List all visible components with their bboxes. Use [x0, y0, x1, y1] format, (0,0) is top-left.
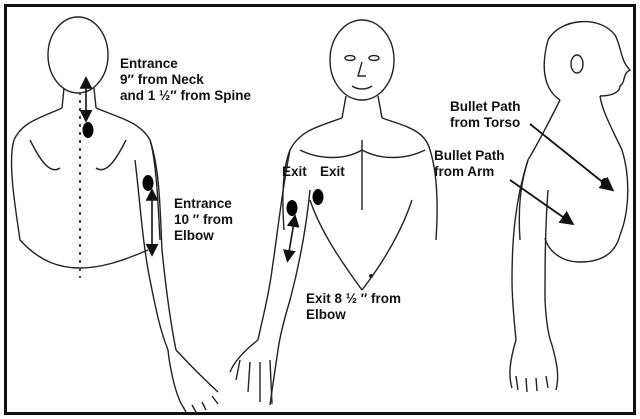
bullet-path-arm-label: Bullet Path from Arm [434, 148, 505, 180]
bullet-path-torso-label: Bullet Path from Torso [450, 99, 521, 131]
front-exit-arm-label: Exit [282, 164, 307, 180]
label-line: Exit 8 ½ ″ from [306, 291, 401, 307]
label-line: Bullet Path [450, 99, 521, 115]
wound-marker-icon [287, 200, 298, 216]
side-view-figure [510, 22, 630, 392]
label-line: Bullet Path [434, 148, 505, 164]
wound-marker-icon [83, 122, 94, 138]
front-measurement-arrow-icon [288, 222, 294, 258]
front-view-figure [230, 20, 437, 405]
wound-marker-icon [313, 189, 324, 205]
label-line: Entrance [174, 196, 233, 212]
label-line: Elbow [306, 307, 401, 323]
back-entrance-arm-label: Entrance 10 ″ from Elbow [174, 196, 233, 244]
back-entrance-upper-label: Entrance 9″ from Neck and 1 ½″ from Spin… [120, 56, 251, 104]
front-exit-elbow-label: Exit 8 ½ ″ from Elbow [306, 291, 401, 323]
bullet-path-arrow-icon [530, 124, 610, 188]
label-line: from Arm [434, 164, 505, 180]
label-line: and 1 ½″ from Spine [120, 88, 251, 104]
navel-mark [369, 274, 373, 278]
label-line: from Torso [450, 115, 521, 131]
label-line: Elbow [174, 228, 233, 244]
label-line: Entrance [120, 56, 251, 72]
label-line: 9″ from Neck [120, 72, 251, 88]
wound-marker-icon [143, 175, 154, 191]
label-line: 10 ″ from [174, 212, 233, 228]
front-exit-chest-label: Exit [320, 164, 345, 180]
